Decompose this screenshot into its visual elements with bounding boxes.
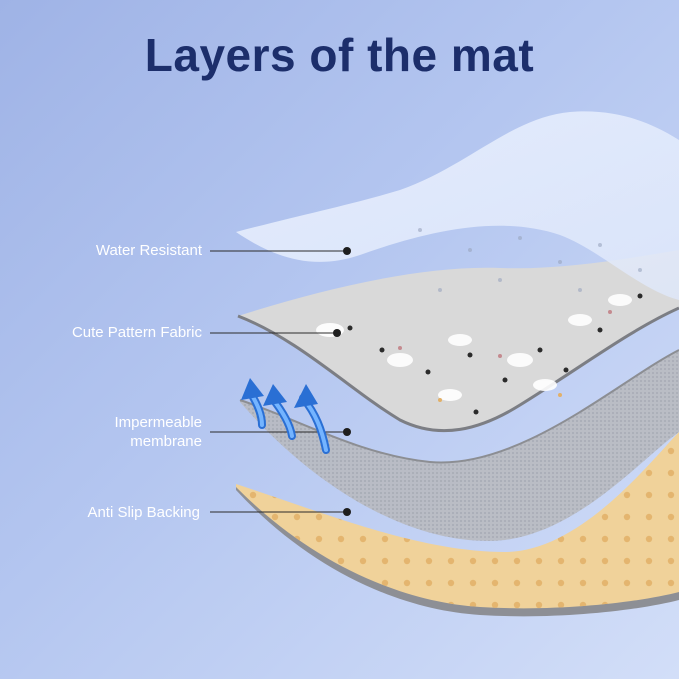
label-impermeable-line1: Impermeable — [114, 413, 202, 432]
label-impermeable-membrane: Impermeable membrane — [114, 413, 202, 451]
label-anti-slip-backing: Anti Slip Backing — [87, 503, 200, 522]
label-cute-pattern-fabric: Cute Pattern Fabric — [72, 323, 202, 342]
label-impermeable-line2: membrane — [114, 432, 202, 451]
label-water-resistant: Water Resistant — [96, 241, 202, 260]
